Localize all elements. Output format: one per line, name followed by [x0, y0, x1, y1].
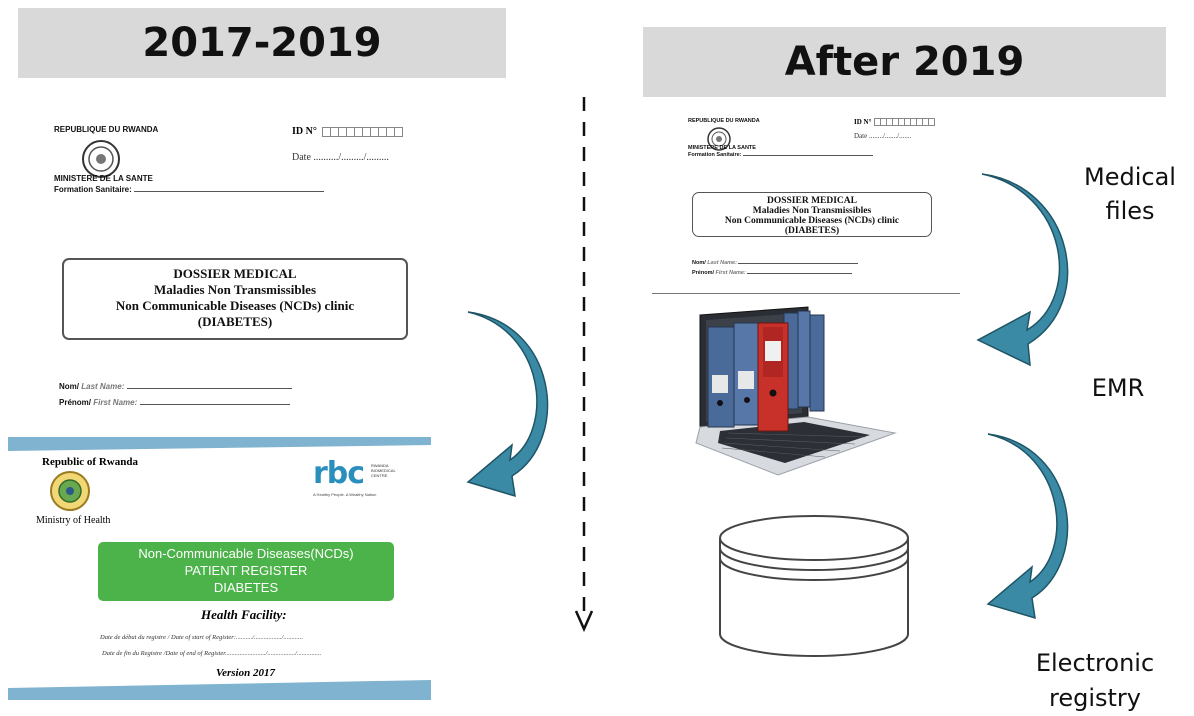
right-dossier-diabetes: (DIABETES): [784, 226, 840, 236]
label-emr: EMR: [1070, 374, 1166, 402]
dossier-subtitle-fr: Maladies Non Transmissibles: [153, 282, 317, 297]
database-cylinder-icon: [719, 515, 909, 657]
register-version: Version 2017: [216, 667, 275, 679]
dossier-nom-label: Nom/: [59, 382, 79, 391]
left-dossier-document: REPUBLIQUE DU RWANDA MINISTERE DE LA SAN…: [22, 110, 442, 410]
right-coat-of-arms-icon: [706, 126, 732, 152]
coat-of-arms-icon: [80, 138, 122, 180]
dossier-nom-italic: Last Name:: [81, 382, 125, 391]
register-title-3: DIABETES: [213, 580, 279, 595]
dossier-date: Date ........../........./.........: [292, 152, 389, 163]
label-electronic-registry: Electronic registry: [1030, 646, 1160, 716]
right-dossier-republic: REPUBLIQUE DU RWANDA: [688, 118, 760, 124]
dossier-ministry: MINISTERE DE LA SANTE: [54, 174, 153, 183]
dossier-nom: Nom/ Last Name:: [59, 382, 292, 391]
rbc-caption-3: CENTRE: [371, 473, 388, 478]
right-header: After 2019: [643, 27, 1166, 97]
dossier-republic: REPUBLIQUE DU RWANDA: [54, 125, 159, 134]
right-dossier-date: Date ......../......./.......: [854, 132, 912, 140]
right-dossier-id: ID N°: [854, 118, 936, 127]
left-curved-arrow: [466, 311, 549, 498]
right-dossier-prenom-italic: First Name:: [715, 270, 746, 276]
dossier-id: ID N°: [292, 126, 404, 137]
label-registry-1: Electronic: [1035, 649, 1155, 677]
label-emr-text: EMR: [1091, 374, 1145, 402]
right-dossier-subtitle-en: Non Communicable Diseases (NCDs) clinic: [724, 216, 900, 226]
label-medical-files: Medical files: [1070, 160, 1190, 228]
right-curved-arrow-bottom: [986, 433, 1069, 620]
label-medical-files-2: files: [1105, 197, 1155, 225]
right-dossier-id-label: ID N°: [854, 118, 872, 126]
right-dossier-prenom: Prénom/ First Name:: [692, 270, 853, 276]
label-registry-2: registry: [1049, 684, 1141, 712]
right-divider: [652, 293, 960, 294]
right-dossier-title: DOSSIER MEDICAL: [766, 196, 857, 206]
register-start-date: Date de début du registre / Date of star…: [100, 634, 303, 641]
left-register-document: Republic of Rwanda Ministry of Health rb…: [8, 437, 431, 700]
register-title-1: Non-Communicable Diseases(NCDs): [138, 546, 354, 561]
dossier-subtitle-en: Non Communicable Diseases (NCDs) clinic: [115, 298, 355, 313]
right-dossier-nom: Nom/ Last Name:: [692, 260, 859, 266]
register-end-date: Date de fin du Registre /Date of end of …: [102, 650, 322, 657]
dossier-prenom-label: Prénom/: [59, 398, 92, 407]
right-dossier-subtitle-fr: Maladies Non Transmissibles: [752, 206, 872, 216]
register-republic: Republic of Rwanda: [42, 456, 138, 468]
right-dossier-facility-label: Formation Sanitaire:: [688, 152, 742, 158]
rwanda-seal-icon: [48, 469, 92, 513]
right-dossier-prenom-label: Prénom/: [692, 270, 715, 276]
left-header-text: 2017-2019: [142, 20, 382, 66]
rbc-tagline: A Healthy People. A Wealthy Nation: [313, 492, 377, 497]
dossier-title: DOSSIER MEDICAL: [173, 266, 297, 281]
timeline-dashed-arrow: [574, 97, 594, 633]
dossier-id-label: ID N°: [292, 126, 317, 137]
rbc-logo-text: rbc: [313, 456, 365, 491]
register-band-bottom: [8, 680, 431, 700]
right-dossier-facility: Formation Sanitaire:: [688, 152, 874, 158]
register-band-top: [8, 437, 431, 451]
rbc-caption-1: RWANDA: [371, 463, 389, 468]
right-dossier-ministry: MINISTERE DE LA SANTE: [688, 145, 756, 151]
left-header: 2017-2019: [18, 8, 506, 78]
dossier-prenom-italic: First Name:: [93, 398, 138, 407]
right-dossier-title-box: DOSSIER MEDICAL Maladies Non Transmissib…: [692, 192, 932, 237]
right-curved-arrow-top: [976, 173, 1069, 367]
dossier-facility: Formation Sanitaire:: [54, 185, 325, 194]
register-facility: Health Facility:: [201, 607, 287, 622]
rbc-logo: rbc RWANDA BIOMEDICAL CENTRE A Healthy P…: [313, 459, 403, 503]
label-medical-files-1: Medical: [1084, 163, 1176, 191]
right-dossier-nom-label: Nom/: [692, 260, 706, 266]
laptop-binders-icon: [695, 306, 897, 476]
dossier-diabetes: (DIABETES): [197, 314, 273, 329]
dossier-title-box: DOSSIER MEDICAL Maladies Non Transmissib…: [62, 258, 408, 340]
right-dossier-document: REPUBLIQUE DU RWANDA MINISTERE DE LA SAN…: [678, 112, 960, 282]
register-title-box: Non-Communicable Diseases(NCDs) PATIENT …: [98, 542, 394, 601]
register-ministry: Ministry of Health: [36, 515, 111, 526]
rbc-caption: RWANDA BIOMEDICAL CENTRE: [371, 463, 396, 478]
register-title-2: PATIENT REGISTER: [184, 563, 308, 578]
dossier-prenom: Prénom/ First Name:: [59, 398, 290, 407]
rbc-caption-2: BIOMEDICAL: [371, 468, 396, 473]
right-header-text: After 2019: [784, 39, 1025, 85]
right-dossier-nom-italic: Last Name:: [707, 260, 737, 266]
dossier-facility-label: Formation Sanitaire:: [54, 185, 132, 194]
